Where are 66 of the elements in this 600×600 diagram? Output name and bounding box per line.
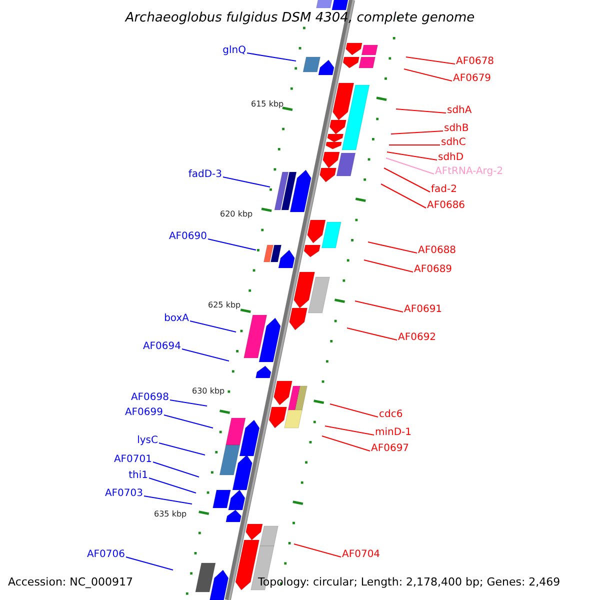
leader-line — [208, 238, 256, 251]
leader-line — [404, 68, 452, 82]
leader-line — [396, 108, 446, 114]
leader-line — [126, 556, 174, 571]
gene-label: cdc6 — [379, 409, 403, 421]
leader-line — [364, 259, 414, 273]
genome-info-text: Accession: NC_000917 — [8, 576, 134, 588]
gene-label: sdhC — [441, 137, 466, 149]
gene-label: fadD-3 — [188, 169, 222, 181]
gene-label: boxA — [164, 313, 189, 325]
leader-line — [164, 414, 214, 429]
gene-label: sdhD — [438, 152, 464, 164]
leader-line — [152, 461, 200, 478]
leader-line — [144, 495, 192, 505]
leader-line — [354, 300, 404, 313]
gene-label: thi1 — [128, 470, 148, 482]
genome-title: Archaeoglobus fulgidus DSM 4304, complete genome — [124, 10, 476, 26]
leader-line — [389, 144, 440, 146]
leader-line — [324, 425, 374, 436]
scale-tick-label: 630 kbp — [192, 386, 225, 396]
gene-label: AF0698 — [130, 392, 169, 404]
leader-line — [322, 435, 370, 452]
gene-label: glnQ — [222, 45, 246, 57]
gene-label: fad-2 — [431, 184, 457, 196]
leader-line — [222, 176, 270, 188]
scale-tick-label: 635 kbp — [154, 510, 187, 518]
genome-info-text: Topology: circular; Length: 2,178,400 bp; Genes: 2,469 — [258, 576, 560, 588]
gene-label: AF0691 — [404, 304, 442, 316]
gene-label: AF0694 — [142, 341, 181, 353]
leader-line — [330, 403, 378, 418]
gene-label: AF0686 — [427, 200, 466, 212]
leader-line — [368, 241, 418, 254]
leader-line — [406, 56, 456, 65]
gene-label: AF0689 — [414, 264, 452, 276]
leader-line — [346, 327, 398, 341]
leader-line — [190, 320, 236, 333]
leader-line — [386, 157, 434, 175]
leader-line — [384, 168, 430, 192]
scale-tick-label: 615 kbp — [251, 100, 284, 108]
gene-label: AF0704 — [342, 549, 380, 561]
scale-tick-label: 620 kbp — [220, 210, 253, 218]
gene-label: AF0690 — [168, 231, 207, 243]
leader-line — [386, 151, 438, 161]
gene-label: sdhA — [447, 105, 472, 117]
gene-label: AF0679 — [453, 73, 492, 85]
gene-label: AF0678 — [456, 56, 494, 68]
gene-label: AF0697 — [371, 443, 410, 455]
leader-line — [182, 348, 230, 362]
gene-label: lysC — [137, 435, 158, 447]
leader-line — [294, 543, 342, 558]
gene-label: minD-1 — [375, 427, 412, 439]
leader-line — [148, 477, 196, 494]
gene-label: AF0699 — [124, 407, 163, 419]
gene-label: AF0688 — [418, 245, 456, 257]
leader-line — [170, 399, 208, 407]
leader-line — [380, 184, 426, 208]
leader-line — [158, 442, 206, 456]
gene-label: sdhB — [444, 123, 469, 135]
gene-label: AF0692 — [398, 332, 436, 344]
gene-label: AF0706 — [86, 549, 125, 561]
leader-line — [390, 130, 444, 135]
gene-label: AFtRNA-Arg-2 — [435, 166, 504, 178]
gene-label: AF0701 — [114, 454, 152, 466]
gene-label: AF0703 — [104, 488, 143, 500]
leader-line — [246, 52, 296, 62]
scale-tick-label: 625 kbp — [208, 300, 241, 310]
